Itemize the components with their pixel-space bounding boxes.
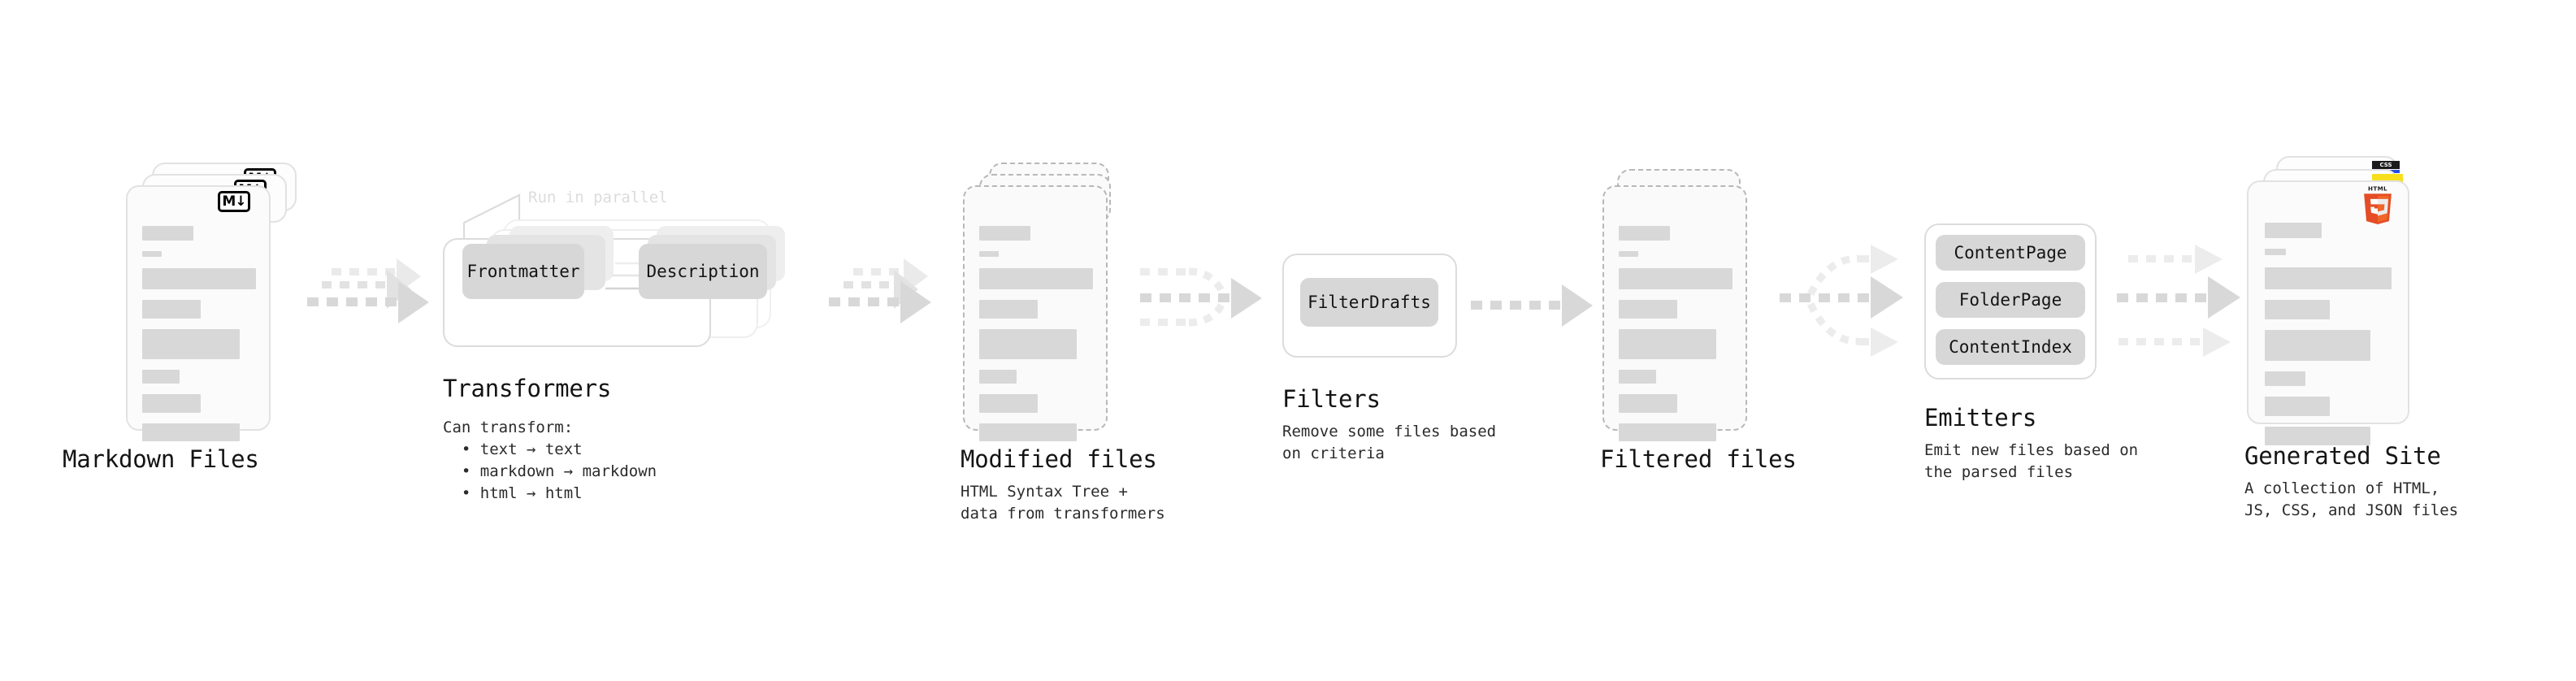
- pill-contentpage-label: ContentPage: [1954, 243, 2067, 262]
- content-bar: [142, 394, 201, 413]
- content-bar: [979, 300, 1038, 319]
- pill-filterdrafts-label: FilterDrafts: [1308, 293, 1431, 312]
- pill-frontmatter-label: Frontmatter: [466, 262, 580, 281]
- content-bar: [979, 394, 1038, 413]
- content-bar: [142, 268, 256, 289]
- content-bar: [979, 251, 999, 257]
- content-bar: [979, 423, 1077, 441]
- pill-contentindex[interactable]: ContentIndex: [1936, 329, 2085, 365]
- svg-text:HTML: HTML: [2368, 185, 2387, 192]
- content-bar: [142, 251, 162, 257]
- stage-title-filtered-files: Filtered files: [1600, 445, 1797, 473]
- content-bar: [2265, 427, 2370, 445]
- run-in-parallel-label: Run in parallel: [528, 189, 668, 206]
- filtered-doc-stack: [1602, 163, 1773, 441]
- stage-title-emitters: Emitters: [1924, 404, 2037, 432]
- content-bar: [142, 423, 240, 441]
- markdown-doc-stack: M↓ M↓ M↓: [126, 163, 297, 441]
- pill-contentindex-label: ContentIndex: [1949, 337, 2072, 357]
- html5-logo-icon: HTML: [2364, 185, 2392, 224]
- markdown-logo-icon: M↓: [218, 191, 250, 212]
- run-in-parallel-bracket: [462, 193, 521, 249]
- pill-description[interactable]: Description: [639, 244, 767, 299]
- content-bar: [1619, 329, 1716, 359]
- connector-emitters-to-site: [2117, 245, 2240, 357]
- stage-generated-site: CSS HTML: [2244, 156, 2458, 519]
- connector-modified-to-filters: [1140, 267, 1262, 327]
- content-bar: [1619, 251, 1638, 257]
- content-bar: [2265, 397, 2330, 416]
- pill-frontmatter[interactable]: Frontmatter: [462, 244, 584, 299]
- stage-subtitle-transformers: Can transform: • text → text • markdown …: [443, 419, 657, 502]
- pill-folderpage-label: FolderPage: [1958, 290, 2062, 310]
- site-doc-content: [2265, 223, 2392, 456]
- content-bar: [979, 268, 1093, 289]
- content-bar: [2265, 371, 2305, 386]
- content-bar: [2265, 330, 2370, 361]
- content-bar: [2265, 249, 2286, 255]
- stage-title-markdown-files: Markdown Files: [63, 445, 259, 473]
- content-bar: [979, 370, 1017, 384]
- content-bar: [2265, 267, 2392, 289]
- stage-subtitle-generated-site: A collection of HTML, JS, CSS, and JSON …: [2244, 479, 2459, 519]
- content-bar: [1619, 394, 1677, 413]
- site-doc-stack: CSS HTML: [2247, 156, 2426, 445]
- stage-title-modified-files: Modified files: [961, 445, 1157, 473]
- content-bar: [2265, 223, 2322, 238]
- content-bar: [1619, 226, 1670, 241]
- filtered-doc-content: [1619, 226, 1733, 452]
- content-bar: [1619, 423, 1716, 441]
- pill-contentpage[interactable]: ContentPage: [1936, 235, 2085, 271]
- content-bar: [1619, 300, 1677, 319]
- markdown-logo-arrow: ↓: [235, 193, 246, 210]
- connector-filters-to-filtered: [1471, 284, 1593, 327]
- content-bar: [979, 329, 1077, 359]
- content-bar: [1619, 268, 1733, 289]
- connector-transformers-to-modified: [829, 258, 931, 323]
- pill-folderpage[interactable]: FolderPage: [1936, 282, 2085, 318]
- content-bar: [2265, 300, 2330, 319]
- markdown-logo-m: M: [222, 193, 236, 210]
- pill-description-label: Description: [646, 262, 760, 281]
- stage-markdown-files: M↓ M↓ M↓ Markdown Files: [63, 163, 297, 473]
- stage-subtitle-emitters: Emit new files based on the parsed files: [1924, 441, 2139, 481]
- content-bar: [142, 226, 193, 241]
- content-bar: [1619, 370, 1656, 384]
- content-bar: [979, 226, 1030, 241]
- content-bar: [142, 329, 240, 359]
- connector-filtered-to-emitters: [1780, 245, 1903, 357]
- css-logo-label: CSS: [2372, 161, 2400, 169]
- modified-doc-content: [979, 226, 1093, 452]
- content-bar: [142, 300, 201, 319]
- content-bar: [142, 370, 180, 384]
- stage-title-generated-site: Generated Site: [2244, 442, 2441, 470]
- connector-md-to-transformers: [307, 258, 429, 323]
- stage-subtitle-modified-files: HTML Syntax Tree + data from transformer…: [961, 483, 1165, 523]
- markdown-doc-content: [142, 226, 256, 452]
- stage-title-transformers: Transformers: [443, 375, 612, 402]
- stage-subtitle-filters: Remove some files based on criteria: [1282, 423, 1497, 462]
- stage-filtered-files: Filtered files: [1600, 163, 1797, 473]
- stage-modified-files: Modified files HTML Syntax Tree + data f…: [961, 163, 1165, 523]
- stage-title-filters: Filters: [1282, 385, 1381, 413]
- pill-filterdrafts[interactable]: FilterDrafts: [1300, 278, 1438, 327]
- modified-doc-stack: [963, 163, 1134, 441]
